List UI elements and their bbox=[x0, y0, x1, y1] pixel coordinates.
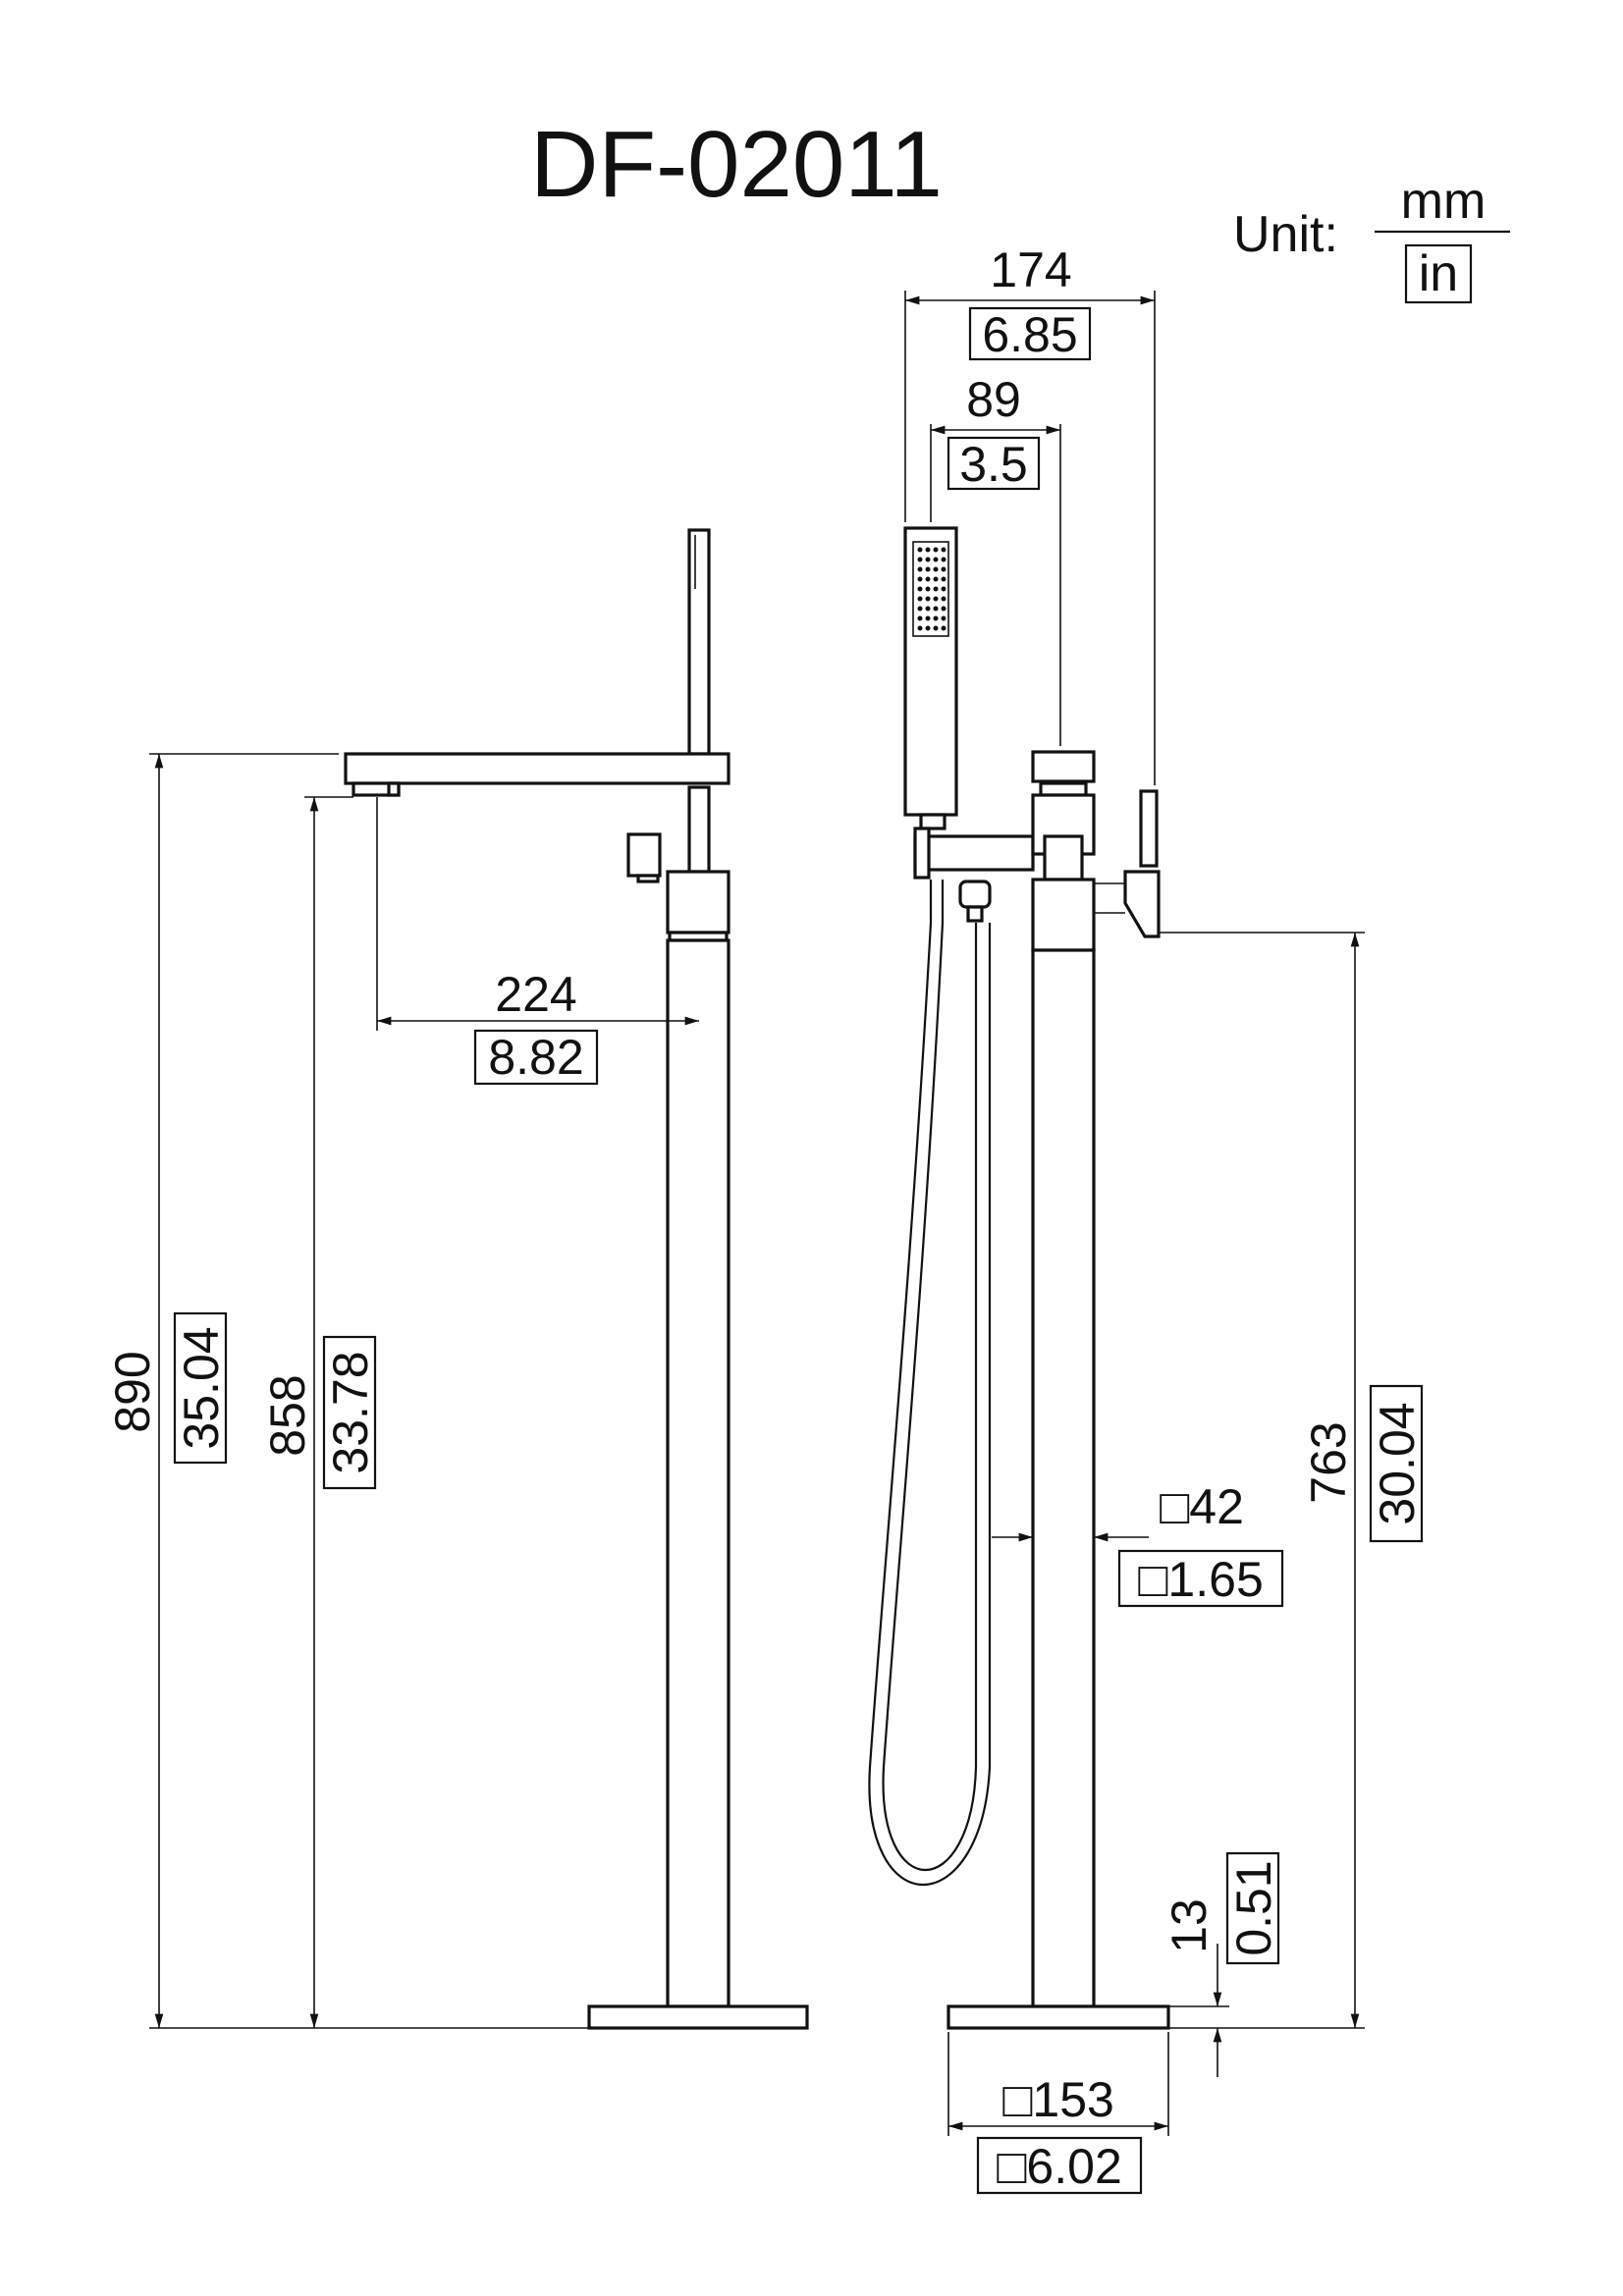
unit-primary: mm bbox=[1401, 173, 1487, 230]
dim-base-thickness-mm: 13 bbox=[1162, 1898, 1217, 1953]
dim-overall-width-in: 6.85 bbox=[982, 307, 1077, 362]
side-spout-arm bbox=[344, 752, 730, 785]
dim-spout-reach-in: 8.82 bbox=[488, 1030, 583, 1085]
dim-base-thickness: 13 0.51 bbox=[1162, 1851, 1281, 2077]
shower-spray-holes bbox=[917, 547, 947, 631]
unit-legend: Unit: mm in bbox=[1233, 173, 1510, 304]
dim-overall-width-mm: 174 bbox=[990, 242, 1071, 297]
front-base bbox=[947, 2004, 1170, 2030]
side-handle bbox=[626, 832, 662, 878]
dim-handshower-offset-mm: 89 bbox=[966, 372, 1021, 427]
dim-handle-height-in: 30.04 bbox=[1370, 1402, 1425, 1524]
dim-handle-height: 763 30.04 bbox=[1159, 932, 1425, 2029]
dim-handshower-offset-in: 3.5 bbox=[959, 437, 1028, 492]
dim-total-height-mm: 890 bbox=[105, 1351, 160, 1432]
side-handshower bbox=[687, 528, 711, 756]
unit-secondary-box bbox=[1404, 243, 1473, 304]
front-valve-top bbox=[1031, 750, 1096, 783]
dim-spout-reach-mm: 224 bbox=[495, 967, 576, 1022]
unit-secondary: in bbox=[1419, 245, 1458, 302]
dim-base-size: □153 □6.02 bbox=[947, 2032, 1169, 2195]
dim-column-size: □42 □1.65 bbox=[992, 1479, 1284, 1608]
model-title: DF-02011 bbox=[530, 112, 943, 217]
unit-label: Unit: bbox=[1233, 206, 1338, 263]
side-column bbox=[666, 938, 730, 2008]
front-holder-arm bbox=[913, 834, 1035, 872]
front-handle-lever bbox=[1139, 789, 1159, 868]
hose-connector bbox=[958, 880, 992, 909]
dim-column-size-mm: □42 bbox=[1160, 1479, 1244, 1534]
front-column bbox=[1031, 948, 1096, 2008]
dim-spout-height-in: 33.78 bbox=[323, 1351, 378, 1473]
dim-base-size-mm: □153 bbox=[1002, 2072, 1114, 2127]
dim-base-size-in: □6.02 bbox=[997, 2139, 1122, 2194]
front-view bbox=[868, 526, 1170, 2030]
side-base bbox=[587, 2004, 809, 2030]
hose bbox=[868, 880, 992, 1887]
side-view bbox=[344, 528, 809, 2030]
side-valve-body bbox=[666, 870, 730, 934]
dim-total-height-in: 35.04 bbox=[174, 1326, 229, 1449]
dim-overall-width: 174 6.85 bbox=[904, 242, 1156, 785]
dim-spout-reach: 224 8.82 bbox=[376, 797, 699, 1086]
dim-handle-height-mm: 763 bbox=[1301, 1421, 1356, 1503]
dim-spout-height: 858 33.78 bbox=[260, 796, 378, 2028]
dim-total-height: 890 35.04 bbox=[105, 753, 589, 2029]
dim-handshower-offset: 89 3.5 bbox=[930, 372, 1061, 746]
dim-spout-height-mm: 858 bbox=[260, 1374, 315, 1456]
dim-column-size-in: □1.65 bbox=[1138, 1552, 1264, 1607]
dim-base-thickness-in: 0.51 bbox=[1226, 1860, 1281, 1955]
